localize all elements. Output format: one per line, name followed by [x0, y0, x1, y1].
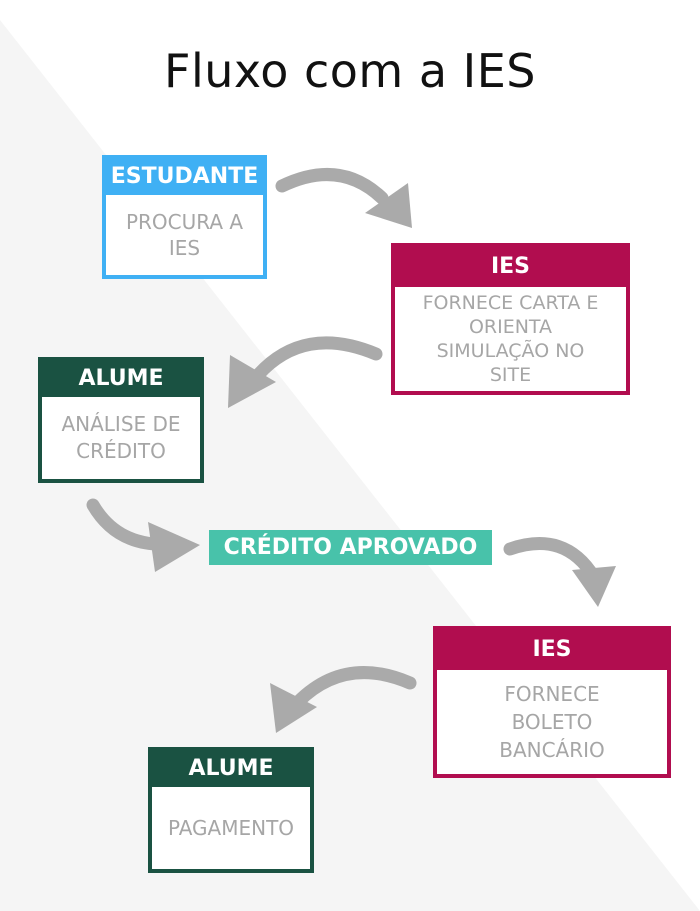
step-ies-1-header: IES [395, 247, 626, 287]
step-ies-2-header: IES [437, 630, 667, 670]
step-ies-1-body: FORNECE CARTA E ORIENTA SIMULAÇÃO NO SIT… [422, 292, 599, 386]
step-alume-1: ALUME ANÁLISE DE CRÉDITO [38, 357, 204, 483]
step-ies-1: IES FORNECE CARTA E ORIENTA SIMULAÇÃO NO… [391, 243, 630, 395]
step-ies-2: IES FORNECE BOLETO BANCÁRIO [433, 626, 671, 778]
step-alume-2-header: ALUME [152, 751, 310, 787]
step-ies-2-body: FORNECE BOLETO BANCÁRIO [499, 682, 605, 762]
step-alume-2: ALUME PAGAMENTO [148, 747, 314, 873]
step-alume-1-header: ALUME [42, 361, 200, 397]
step-estudante-header: ESTUDANTE [106, 159, 263, 195]
step-estudante-body: PROCURA A IES [125, 210, 244, 260]
page-title: Fluxo com a IES [164, 44, 536, 98]
credit-approved-badge: CRÉDITO APROVADO [209, 530, 492, 565]
step-alume-2-body: PAGAMENTO [167, 815, 295, 840]
step-alume-1-body: ANÁLISE DE CRÉDITO [61, 412, 181, 463]
step-estudante: ESTUDANTE PROCURA A IES [102, 155, 267, 279]
